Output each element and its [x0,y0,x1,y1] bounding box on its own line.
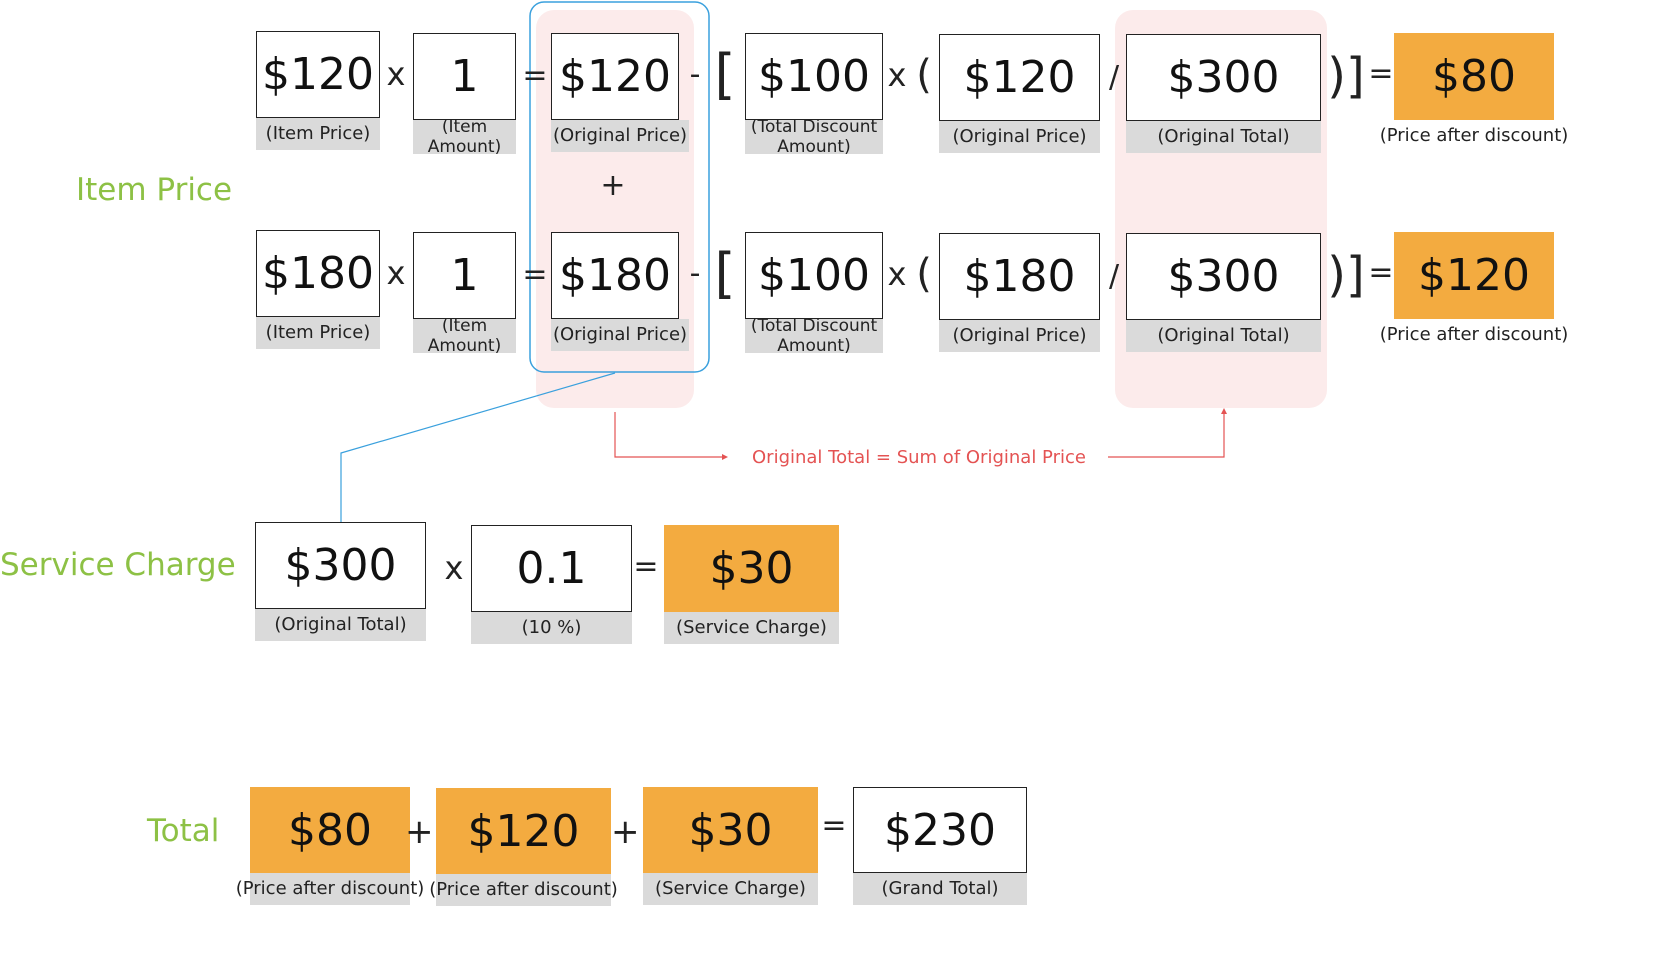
row1-discount-box: $100 [745,33,883,120]
row2-original-price-label: (Original Price) [551,319,689,351]
total-equals-sign: = [821,808,847,843]
section-title-item-price: Item Price [76,172,233,208]
section-title-total: Total [147,813,220,849]
row1-amount-label: (Item Amount) [413,117,516,157]
row2-equals-sign-2: = [1368,255,1394,290]
row2-original-price-box: $180 [551,232,679,319]
total-second-discount-label: (Price after discount) [429,874,618,906]
row2-original-price-2-label: (Original Price) [939,320,1100,352]
total-first-discount-label: (Price after discount) [236,873,424,905]
row2-open-paren: ( [916,251,932,297]
row2-equals-sign: = [522,257,548,292]
rows-plus-sign: + [600,168,626,203]
service-charge-box: $30 [664,525,839,612]
row2-times-sign-2: x [887,255,907,293]
row1-equals-sign: = [522,58,548,93]
original-total-note: Original Total = Sum of Original Price [752,447,1086,468]
row2-open-bracket: [ [714,242,736,305]
row1-open-paren: ( [916,52,932,98]
row1-original-price-2-label: (Original Price) [939,121,1100,153]
row1-item-price-label: (Item Price) [256,118,380,150]
row2-times-sign: x [386,254,406,292]
row1-amount-box: 1 [413,33,516,120]
row2-original-total-label: (Original Total) [1126,320,1321,352]
row1-price-after-discount-label: (Price after discount) [1379,125,1569,146]
row1-divide-sign: / [1108,60,1120,95]
row1-original-total-label: (Original Total) [1126,121,1321,153]
row1-original-total-box: $300 [1126,34,1321,121]
row2-item-price-label: (Item Price) [256,317,380,349]
service-rate-label: (10 %) [471,612,632,644]
row1-item-price-box: $120 [256,31,380,118]
row2-amount-label: (Item Amount) [413,316,516,356]
row2-divide-sign: / [1108,259,1120,294]
note-right-arrowhead [1221,408,1227,414]
total-first-discount-box: $80 [250,787,410,873]
row1-close-brackets: )] [1327,48,1365,104]
row2-item-price-box: $180 [256,230,380,317]
row2-original-total-box: $300 [1126,233,1321,320]
row2-price-after-discount-label: (Price after discount) [1379,324,1569,345]
row1-price-after-discount-box: $80 [1394,33,1554,120]
total-service-charge-label: (Service Charge) [643,873,818,905]
total-plus-sign-2: + [611,812,640,852]
row2-discount-box: $100 [745,232,883,319]
row2-price-after-discount-box: $120 [1394,232,1554,319]
row2-original-price-2-box: $180 [939,233,1100,320]
row1-original-price-label: (Original Price) [551,120,689,152]
row1-original-price-box: $120 [551,33,679,120]
row1-times-sign-2: x [887,56,907,94]
row1-equals-sign-2: = [1368,56,1394,91]
note-right-arrow [1108,414,1225,458]
grand-total-label: (Grand Total) [853,873,1027,905]
service-original-total-box: $300 [255,522,426,609]
row1-discount-label: (Total Discount Amount) [745,117,883,157]
total-second-discount-box: $120 [436,788,611,874]
sum-to-service-connector [340,372,616,522]
row1-times-sign: x [386,55,406,93]
service-rate-box: 0.1 [471,525,632,612]
row1-open-bracket: [ [714,43,736,106]
section-title-service-charge: Service Charge [0,547,236,583]
total-plus-sign-1: + [405,812,434,852]
service-original-total-label: (Original Total) [255,609,426,641]
service-equals-sign: = [633,549,659,584]
row2-discount-label: (Total Discount Amount) [745,316,883,356]
original-price-sum-outline [529,1,710,373]
row2-minus-sign: - [689,256,701,291]
row1-minus-sign: - [689,57,701,92]
service-times-sign: x [444,549,464,587]
row1-original-price-2-box: $120 [939,34,1100,121]
note-left-arrow [614,412,722,458]
note-left-arrowhead [722,454,728,460]
service-charge-label: (Service Charge) [664,612,839,644]
total-service-charge-box: $30 [643,787,818,873]
row2-close-brackets: )] [1327,247,1365,303]
row2-amount-box: 1 [413,232,516,319]
grand-total-box: $230 [853,787,1027,873]
